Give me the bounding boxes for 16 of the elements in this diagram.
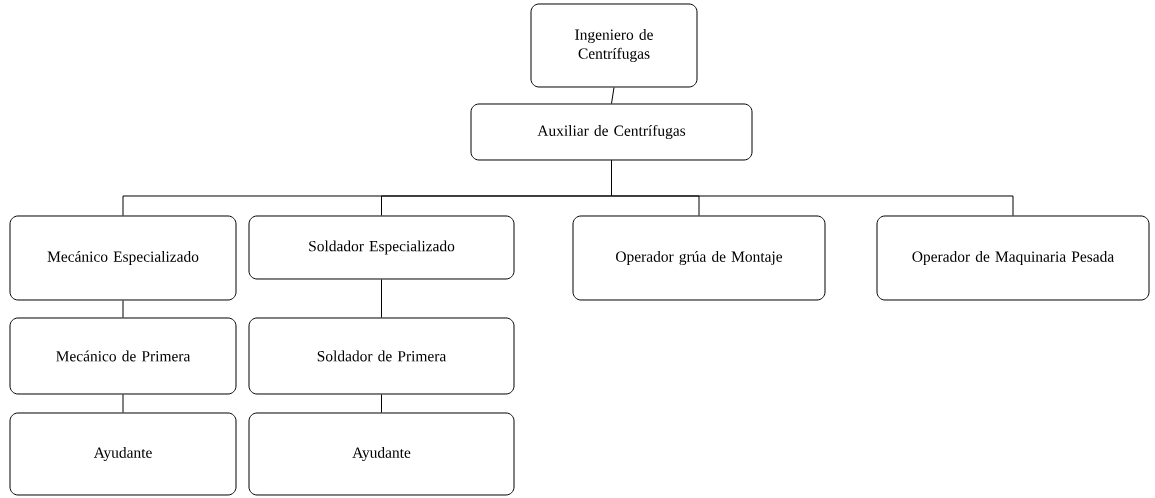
position-box: Soldador Especializado [248,215,515,280]
position-box: Operador grúa de Montaje [572,215,826,301]
position-box: Ayudante [9,412,237,496]
position-box: Ingeniero de Centrífugas [530,3,698,88]
position-box: Soldador de Primera [248,317,515,395]
connector-line [381,279,382,318]
connector-line [122,394,124,413]
position-box: Ayudante [248,412,515,496]
position-box: Mecánico Especializado [9,215,237,301]
connector-line [611,160,1014,216]
connector-line [122,300,124,318]
connector-line [381,394,382,413]
position-box: Operador de Maquinaria Pesada [876,215,1150,301]
position-box: Auxiliar de Centrífugas [470,103,753,161]
connector-line [611,87,615,104]
position-box: Mecánico de Primera [9,317,237,395]
